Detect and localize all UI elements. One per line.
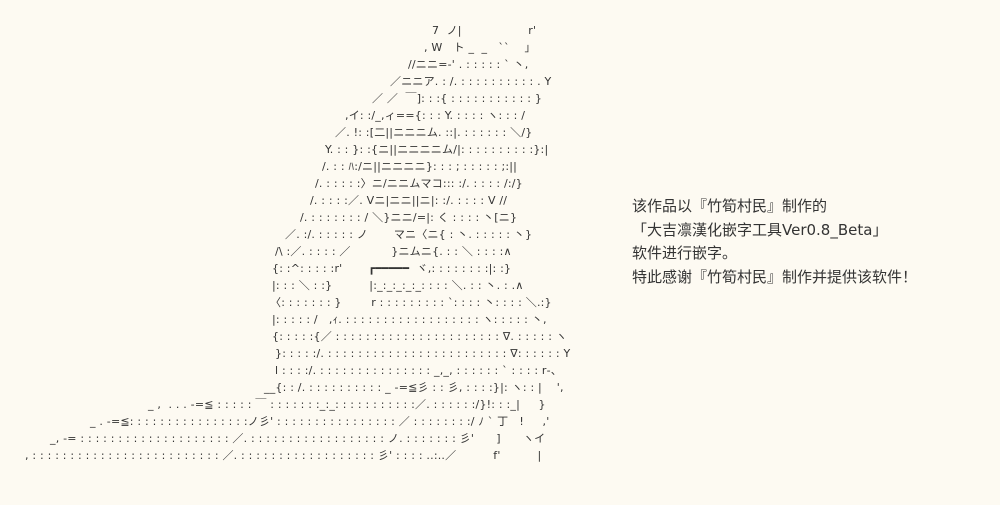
- art-line: 〈: : : : : : : } r : : : : : : : : : `: …: [270, 296, 552, 309]
- credit-line: 「大吉凛漢化嵌字工具Ver0.8_Beta」: [632, 220, 888, 239]
- art-line: ／. :/. : : : : : ノ マニ〈ニ{ : 丶. : : : : : …: [285, 228, 533, 241]
- art-line: , : : : : : : : : : : : : : : : : : : : …: [25, 449, 542, 462]
- art-line: ／ニニア. : /. : : : : : : : : : : . Y: [390, 75, 552, 88]
- ascii-art: 7 ノ| r' , W ト _ _ `` 」 //ニニ=-' . : : : :…: [0, 22, 620, 502]
- art-line: ／. !: :[二||ニニニム. ::|. : : : : : : ＼/}: [335, 126, 533, 139]
- art-line: |: : : ＼ : :} |:_:_:_:_:_: : : : ＼. : : …: [272, 279, 524, 292]
- art-line: Y. : : }: :{ニ||ニニニニム/|: : : : : : : : : …: [325, 143, 549, 156]
- art-line: /. : : ﾊ:/ニ||ニニニニ}: : : ; : : : : : ;:||: [322, 160, 518, 173]
- art-line: 7 ノ| r': [432, 24, 537, 37]
- credit-line: 软件进行嵌字。: [632, 244, 738, 262]
- art-line: /\ :／. : : : : ／ }ニムニ{. : : ＼ : : : :∧: [275, 245, 512, 258]
- art-line: /. : : : : :〉ニ/ニニムマコ::: :/. : : : : /:/}: [315, 177, 523, 190]
- art-line: |: : : : : / ,ｨ. : : : : : : : : : : : :…: [272, 313, 547, 326]
- art-line: {: :^: : : : :r' ┏━━━━━ ヾ,: : : : : : : …: [272, 262, 512, 275]
- art-line: }: : : : :/. : : : : : : : : : : : : : :…: [275, 347, 571, 360]
- art-line: {: : : : :{／ : : : : : : : : : : : : : :…: [272, 330, 568, 343]
- art-line: ,イ: :/_,ィ=={: : : Y. : : : : ヽ: : : /: [345, 109, 526, 122]
- art-line: /. : : : :／. Vニ|ニニ||ニ|: :/. : : : : V //: [310, 194, 508, 207]
- art-line: __{: : /. : : : : : : : : : : _ -=≦彡 : :…: [264, 381, 564, 394]
- art-line: , W ト _ _ `` 」: [424, 41, 536, 54]
- art-line: l : : : :/. : : : : : : : : : : : : : : …: [275, 364, 563, 377]
- art-line: _ , . . . -=≦ : : : : : ￣ : : : : : : :_…: [148, 398, 546, 411]
- art-line: _, -= : : : : : : : : : : : : : : : : : …: [50, 432, 546, 445]
- art-line: ／ ／ ￣]: : :{ : : : : : : : : : : : }: [372, 92, 543, 105]
- art-line: /. : : : : : : : / ＼}ニニ/=|: く : : : : 丶[…: [300, 211, 518, 224]
- credit-line: 特此感谢『竹筍村民』制作并提供该软件！: [632, 267, 918, 286]
- art-line: _ . -=≦: : : : : : : : : : : : : : : :ノ彡…: [90, 415, 550, 428]
- credit-text: 该作品以『竹筍村民』制作的 「大吉凛漢化嵌字工具Ver0.8_Beta」 软件进…: [632, 195, 917, 289]
- art-line: //ニニ=-' . : : : : : ` 丶,: [408, 58, 529, 71]
- credit-line: 该作品以『竹筍村民』制作的: [632, 197, 828, 215]
